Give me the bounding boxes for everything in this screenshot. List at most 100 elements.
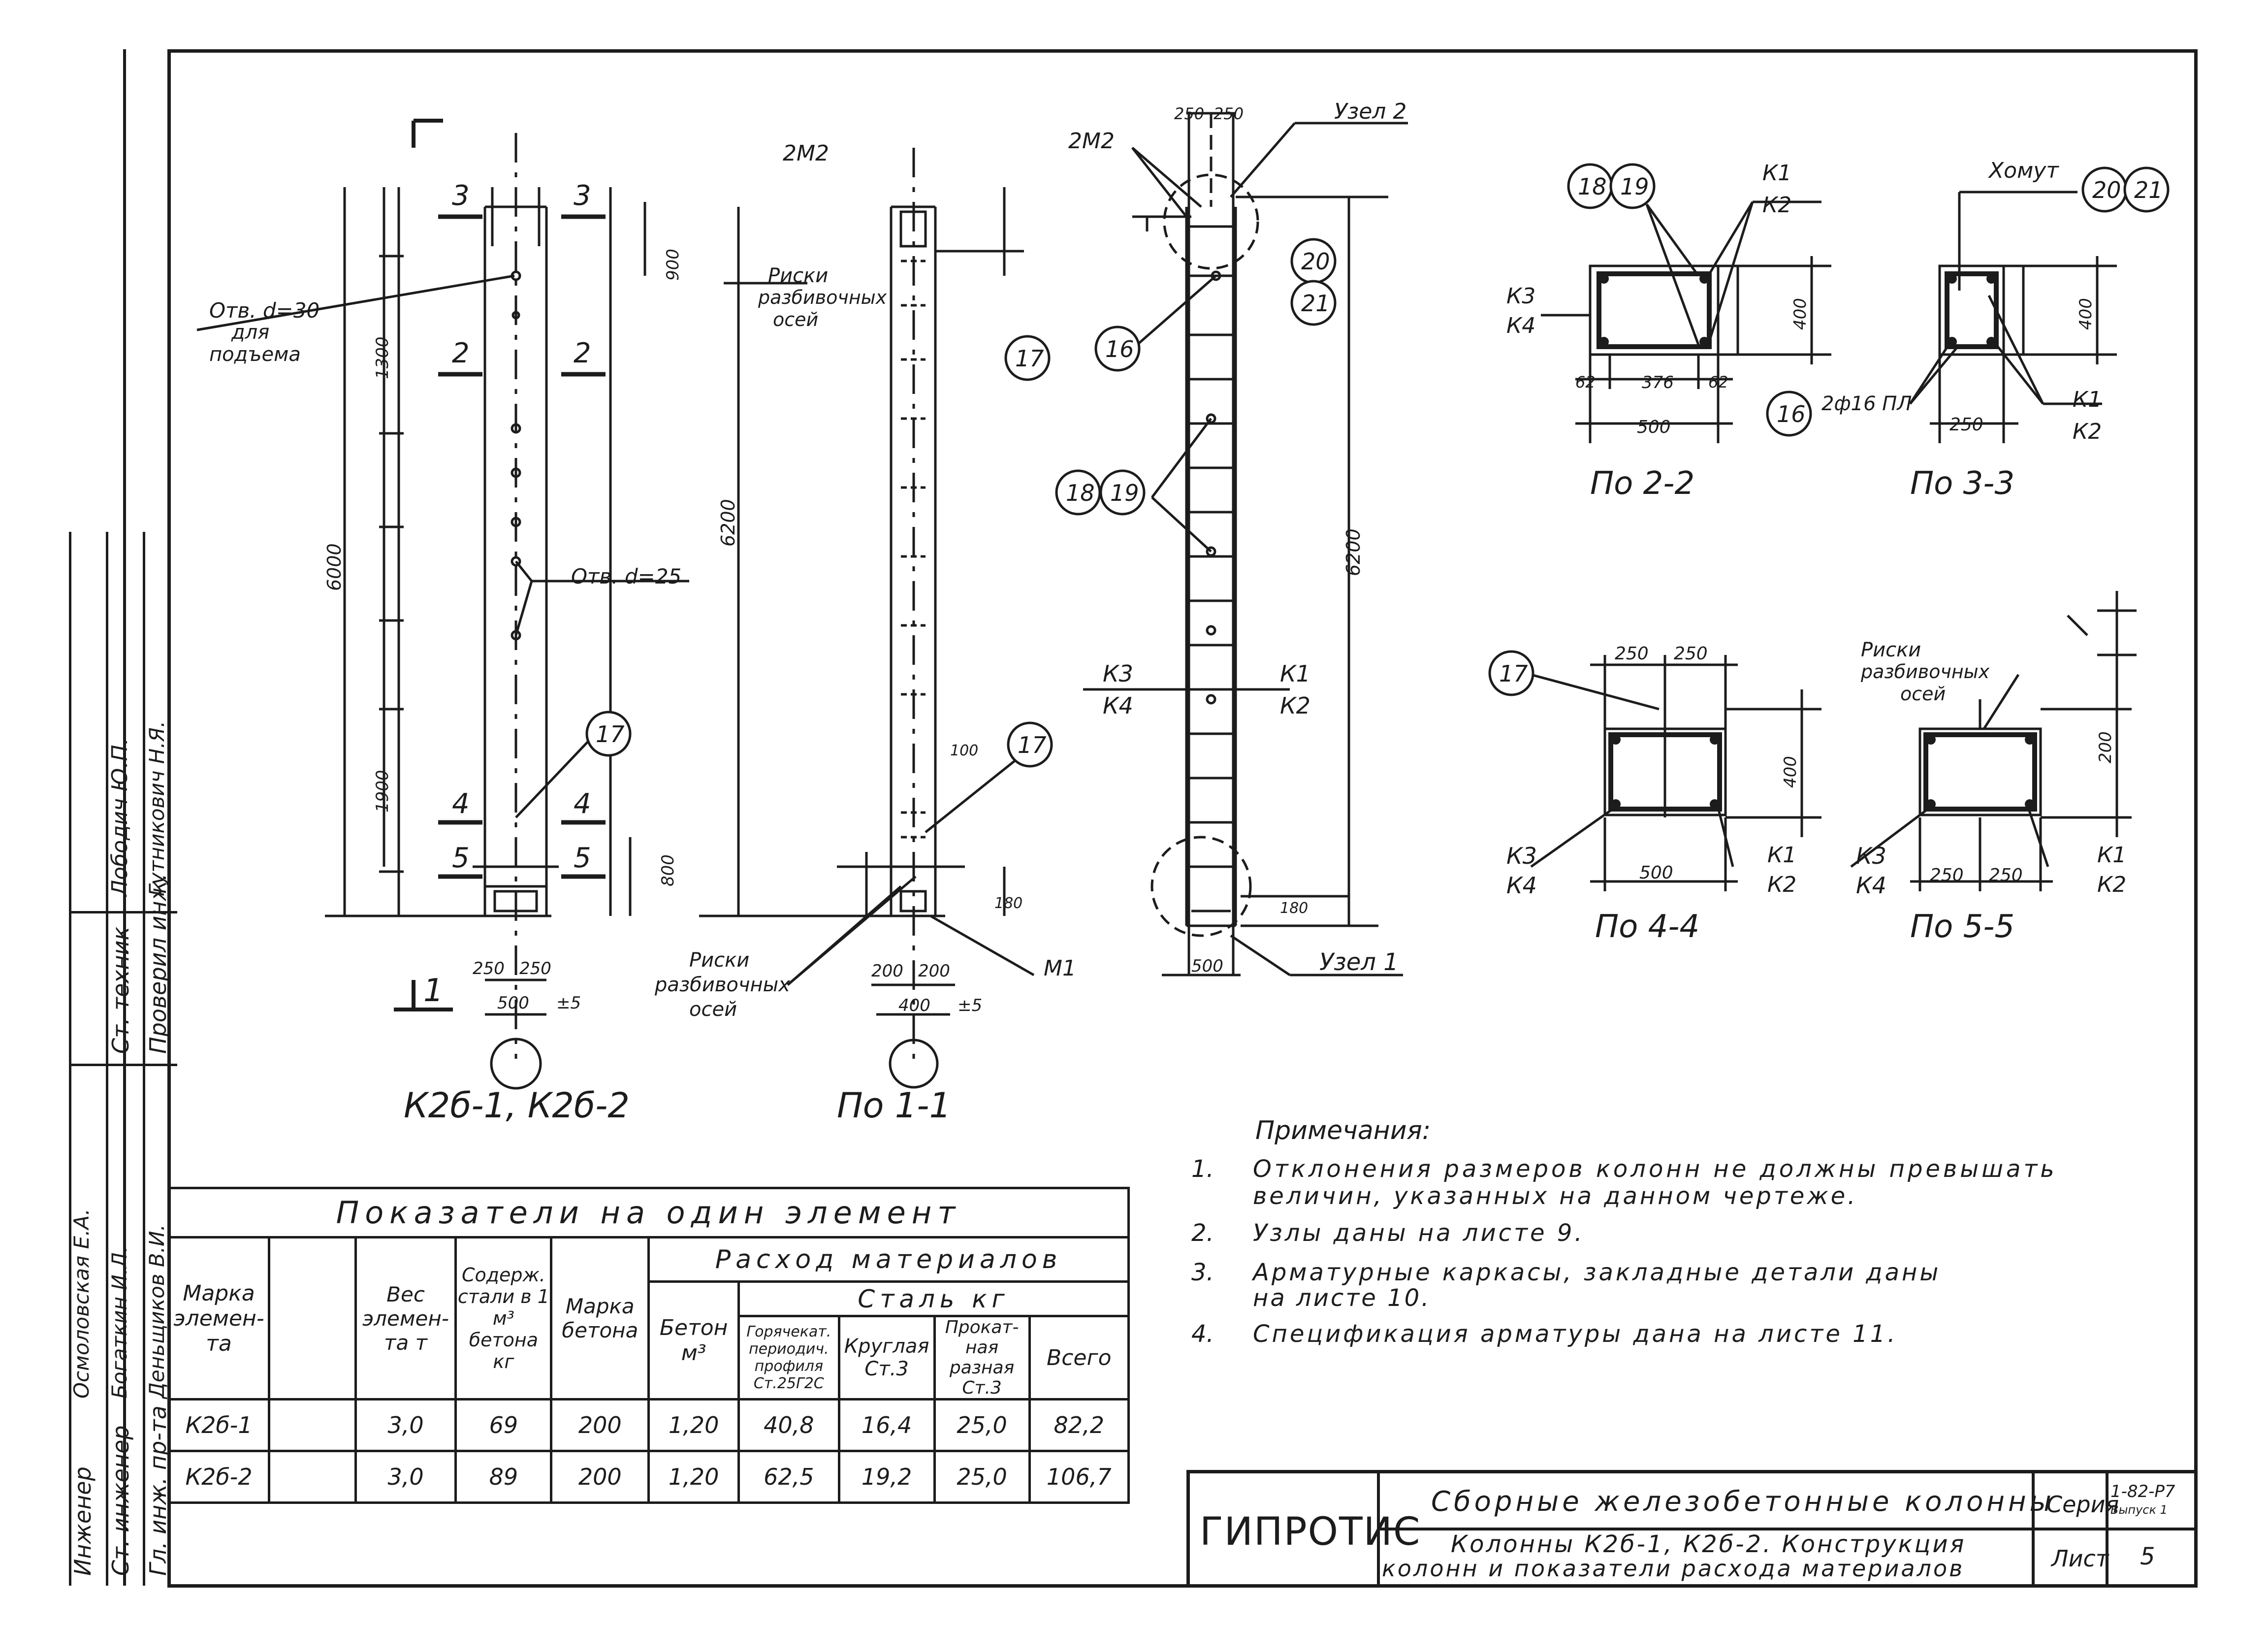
dim-250-b: 250 (519, 959, 551, 978)
cell-mark: К2б-1 (170, 1398, 271, 1452)
stamp-subtitle-2: колонн и показатели расхода материалов (1382, 1555, 1965, 1582)
note-1-text2: величин, указанных на данном чертеже. (1253, 1182, 1858, 1210)
series-value: 1-82-Р7 (2110, 1482, 2175, 1501)
dim-400-a: 400 (898, 996, 930, 1015)
balloon-20: 20 (1301, 248, 1330, 275)
s33-dim-250: 250 (1949, 415, 1983, 435)
dim-6200-b: 6200 (1342, 528, 1364, 576)
table-title: Показатели на один элемент (170, 1187, 1130, 1238)
section-mark-4-right: 4 (574, 788, 591, 820)
cell-round: 16,4 (837, 1398, 936, 1452)
dim-800: 800 (658, 854, 678, 886)
s33-k2: К2 (2073, 419, 2102, 444)
s55-dim-250b: 250 (1989, 865, 2023, 885)
note-2-text: Узлы даны на листе 9. (1253, 1219, 1585, 1247)
cell-rolled: 25,0 (933, 1398, 1031, 1452)
section-mark-5-right: 5 (574, 842, 591, 874)
cell-weight: 3,0 (354, 1450, 457, 1504)
s44-k1: К1 (1767, 843, 1797, 868)
s44-dim-250b: 250 (1674, 644, 1708, 664)
th-consumption: Расход материалов (647, 1236, 1130, 1283)
th-weight: Вес элемен-та т (354, 1236, 457, 1400)
hole-30-for: для (231, 321, 270, 344)
cell-mark: К2б-2 (170, 1450, 271, 1504)
dim-100-a: 100 (950, 742, 979, 759)
side-view-title: По 1-1 (837, 1085, 952, 1126)
k3-reinf: К3 (1103, 660, 1133, 687)
balloon-17-c: 17 (1018, 732, 1047, 758)
hole-30-label: Отв. d=30 (209, 298, 320, 323)
cell-hot: 62,5 (737, 1450, 840, 1504)
series-sub: Выпуск 1 (2110, 1503, 2168, 1517)
th-round: Круглая Ст.3 (837, 1315, 936, 1400)
title-block: ГИПРОТИС Сборные железобетонные колонны … (1186, 1470, 2197, 1584)
dim-180-a: 180 (994, 895, 1023, 912)
s55-k1: К1 (2097, 843, 2127, 868)
note-4-text: Спецификация арматуры дана на листе 11. (1253, 1320, 1898, 1348)
section-mark-2-left: 2 (452, 337, 470, 369)
dim-400-s44: 400 (1781, 756, 1800, 788)
note-3-num: 3. (1191, 1259, 1214, 1286)
dim-900: 900 (663, 249, 683, 281)
risks-top-2: разбивочных (758, 287, 887, 308)
dim-6200: 6200 (717, 499, 739, 547)
note-3-text: Арматурные каркасы, закладные детали дан… (1253, 1259, 1941, 1286)
th-steel: Сталь кг (737, 1280, 1130, 1317)
s22-k2: К2 (1762, 193, 1792, 218)
balloon-16-b: 16 (1777, 401, 1806, 427)
m1-label: М1 (1044, 956, 1076, 981)
dim-200-a: 200 (871, 961, 903, 981)
th-concrete-grade: Марка бетона (550, 1236, 650, 1400)
series-label: Серия (2046, 1491, 2119, 1518)
node2-label: Узел 2 (1334, 99, 1407, 124)
dim-pm5-b: ±5 (958, 996, 983, 1015)
section-mark-3-right: 3 (574, 180, 591, 212)
note-2-num: 2. (1191, 1219, 1214, 1247)
note-4-num: 4. (1191, 1320, 1214, 1348)
cell-hot: 40,8 (737, 1398, 840, 1452)
balloon-17-a: 17 (596, 721, 625, 748)
cell-round: 19,2 (837, 1450, 936, 1504)
s55-risks-3: осей (1900, 683, 1946, 705)
balloon-17-b: 17 (1015, 345, 1044, 372)
section-mark-1: 1 (423, 973, 444, 1009)
drawing-frame (167, 49, 2198, 1588)
cell-rolled: 25,0 (933, 1450, 1031, 1504)
table-row: К2б-2 3,0 89 200 1,20 62,5 19,2 25,0 106… (170, 1450, 1130, 1504)
s33-2f16: 2ф16 ПЛ (1821, 392, 1912, 415)
stamp-title: Сборные железобетонные колонны (1431, 1486, 2055, 1518)
balloon-18: 18 (1066, 480, 1095, 506)
s44-k2: К2 (1767, 872, 1797, 897)
hole-30-lift: подъема (209, 343, 301, 366)
dim-200-b: 200 (918, 961, 950, 981)
signature-block: Инженер Ст. инженер Гл. инж. пр-та Прове… (69, 532, 177, 1586)
s55-k3: К3 (1856, 843, 1886, 869)
dim-500-b: 500 (1191, 956, 1223, 976)
risks-bottom-1: Риски (689, 949, 750, 972)
s55-risks-2: разбивочных (1861, 661, 1990, 683)
th-hot-rolled: Горячекат. периодич. профиля Ст.25Г2С (737, 1315, 840, 1400)
note-1-num: 1. (1191, 1155, 1214, 1183)
risks-bottom-3: осей (689, 998, 737, 1021)
balloon-20-b: 20 (2092, 177, 2121, 203)
dim-200-s55: 200 (2096, 731, 2115, 763)
stamp-subtitle-1: Колонны К2б-1, К2б-2. Конструкция (1451, 1530, 1966, 1558)
th-total: Всего (1028, 1315, 1130, 1400)
balloon-21: 21 (1301, 290, 1330, 317)
s22-dim-62b: 62 (1708, 373, 1728, 391)
materials-table: Показатели на один элемент Марка элемен-… (170, 1187, 1130, 1504)
s22-title: По 2-2 (1590, 465, 1695, 502)
s44-k4: К4 (1506, 872, 1537, 899)
section-mark-2-right: 2 (574, 337, 591, 369)
s22-dim-500: 500 (1637, 417, 1671, 437)
cell-concrete: 1,20 (647, 1398, 740, 1452)
s33-title: По 3-3 (1910, 465, 2015, 502)
s55-dim-250a: 250 (1930, 865, 1964, 885)
s55-k4: К4 (1856, 872, 1886, 899)
risks-top-3: осей (773, 309, 819, 330)
dim-pm5-a: ±5 (556, 993, 581, 1013)
note-3-text2: на листе 10. (1253, 1284, 1431, 1312)
cell-concrete: 1,20 (647, 1450, 740, 1504)
sheet-value: 5 (2140, 1543, 2155, 1570)
